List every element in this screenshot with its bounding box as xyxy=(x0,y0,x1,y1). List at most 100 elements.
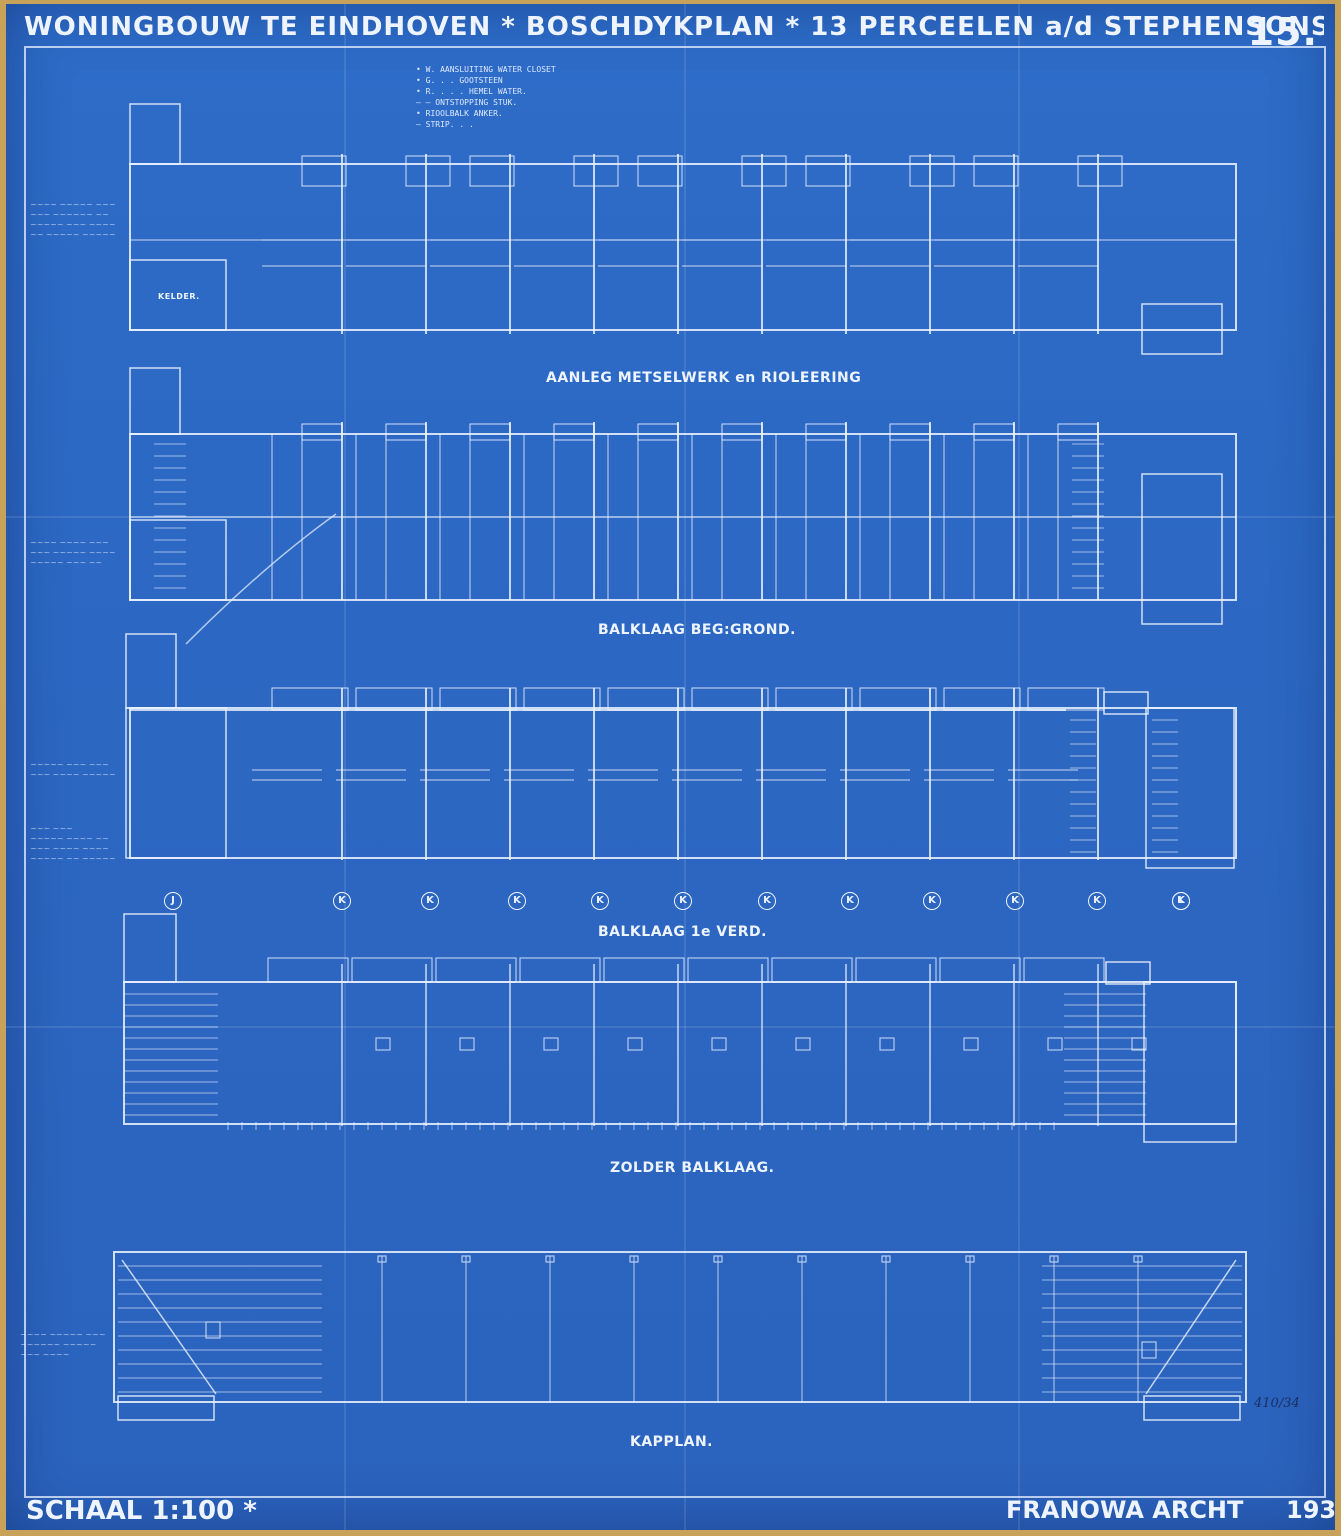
legend-item: • G. . . GOOTSTEEN xyxy=(416,76,503,85)
ridge-tick xyxy=(797,1255,807,1263)
end-stair-attic xyxy=(1143,981,1237,1143)
dormer xyxy=(267,957,349,983)
bay-window xyxy=(943,687,1021,711)
bay-window xyxy=(691,687,769,711)
handwritten-note: ~~~~ ~~~~ ~~~~~~ ~~~~~ ~~~~~~~~~ ~~~ ~~ xyxy=(30,538,116,567)
first-floor-plan-outline xyxy=(129,707,1237,859)
dormer xyxy=(1023,957,1105,983)
blueprint-sheet: WONINGBOUW TE EINDHOVEN * BOSCHDYKPLAN *… xyxy=(6,4,1335,1530)
chimney xyxy=(459,1037,475,1051)
year-label: 1934 xyxy=(1286,1496,1335,1524)
rear-annex xyxy=(573,155,619,187)
architect-label: FRANOWA ARCHT xyxy=(1006,1496,1244,1524)
legend-item: • W. AANSLUITING WATER CLOSET xyxy=(416,65,556,74)
ridge-tick xyxy=(881,1255,891,1263)
ridge-tick xyxy=(1049,1255,1059,1263)
chimney xyxy=(375,1037,391,1051)
title-text: WONINGBOUW TE EINDHOVEN * BOSCHDYKPLAN *… xyxy=(24,12,1324,42)
end-stair-foundation xyxy=(1141,303,1223,355)
bay-projection xyxy=(1057,423,1099,441)
handwritten-note: ~~~ ~~~~~~~~ ~~~~ ~~~~~ ~~~~ ~~~~~~~~~ ~… xyxy=(30,824,116,863)
bay-window xyxy=(775,687,853,711)
handwritten-note: ~~~~ ~~~~~ ~~~~~~~~~ ~~~~~~~~ ~~~~ xyxy=(20,1330,106,1359)
cellar-room xyxy=(129,259,227,331)
pencil-note: 410/34 xyxy=(1254,1396,1300,1411)
bay-window xyxy=(355,687,433,711)
chimney xyxy=(543,1037,559,1051)
hip-line xyxy=(1145,1259,1237,1395)
bay-projection xyxy=(385,423,427,441)
foundation-plan-outline xyxy=(129,163,1237,331)
rear-annex xyxy=(637,155,683,187)
rear-annex xyxy=(805,155,851,187)
section-label-roof: KAPPLAN. xyxy=(630,1434,713,1450)
unit-marker: K xyxy=(674,892,692,910)
bay-window xyxy=(859,687,937,711)
drawing-border xyxy=(24,46,1326,1498)
unit-marker: K xyxy=(421,892,439,910)
legend-item: • RIOOLBALK ANKER. xyxy=(416,109,503,118)
bay-projection xyxy=(301,423,343,441)
rear-annex xyxy=(973,155,1019,187)
ground-room-corner xyxy=(129,519,227,601)
fold-line-vertical-2 xyxy=(684,4,686,1530)
rear-annex xyxy=(909,155,955,187)
dormer xyxy=(771,957,853,983)
rear-annex xyxy=(469,155,515,187)
ridge-tick xyxy=(713,1255,723,1263)
cellar-stair xyxy=(129,103,181,165)
attic-plan-outline xyxy=(123,981,1237,1125)
dormer xyxy=(855,957,937,983)
section-label-attic: ZOLDER BALKLAAG. xyxy=(610,1160,775,1176)
chimney xyxy=(1141,1341,1157,1359)
ridge-tick xyxy=(965,1255,975,1263)
dormer xyxy=(939,957,1021,983)
handwritten-note: ~~~~~ ~~~ ~~~~~~ ~~~~ ~~~~~ xyxy=(30,760,116,779)
unit-marker: K xyxy=(758,892,776,910)
fold-crease xyxy=(185,513,337,645)
dormer xyxy=(603,957,685,983)
section-label-ground-floor: BALKLAAG BEG:GROND. xyxy=(598,622,796,638)
unit-marker: L xyxy=(1172,892,1190,910)
dormer xyxy=(519,957,601,983)
rear-annex xyxy=(301,155,347,187)
ridge-tick xyxy=(1133,1255,1143,1263)
drawing-title: WONINGBOUW TE EINDHOVEN * BOSCHDYKPLAN *… xyxy=(24,12,1324,52)
bay-window xyxy=(1027,687,1105,711)
sheet-number: 15. xyxy=(1247,12,1318,52)
chimney xyxy=(795,1037,811,1051)
chimney xyxy=(963,1037,979,1051)
unit-marker: J xyxy=(164,892,182,910)
bay-projection xyxy=(721,423,763,441)
chimney xyxy=(711,1037,727,1051)
unit-marker: K xyxy=(508,892,526,910)
ridge-tick xyxy=(461,1255,471,1263)
end-dormer xyxy=(1105,961,1151,985)
chimney xyxy=(1047,1037,1063,1051)
ground-stair-top xyxy=(129,367,181,435)
unit-marker: K xyxy=(841,892,859,910)
ridge-tick xyxy=(545,1255,555,1263)
ridge-tick xyxy=(377,1255,387,1263)
bay-projection xyxy=(805,423,847,441)
section-label-foundation: AANLEG METSELWERK en RIOLEERING xyxy=(546,370,862,386)
fold-line-horizontal-2 xyxy=(6,1026,1335,1028)
bay-window xyxy=(271,687,349,711)
floor-plans xyxy=(113,103,1247,1421)
end-bay xyxy=(1103,691,1149,715)
rear-annex xyxy=(405,155,451,187)
rear-annex xyxy=(1077,155,1123,187)
bay-projection xyxy=(973,423,1015,441)
legend-item: — — ONTSTOPPING STUK. xyxy=(416,98,518,107)
unit-marker: K xyxy=(1088,892,1106,910)
roof-eave-right xyxy=(1143,1395,1241,1421)
unit-marker: K xyxy=(591,892,609,910)
bay-window xyxy=(439,687,517,711)
unit-marker: K xyxy=(1006,892,1024,910)
bay-projection xyxy=(637,423,679,441)
end-stair-ground xyxy=(1141,473,1223,625)
scale-label: SCHAAL 1:100 * xyxy=(26,1496,257,1526)
legend-item: • R. . . . HEMEL WATER. xyxy=(416,87,527,96)
section-label-first-floor: BALKLAAG 1e VERD. xyxy=(598,924,767,940)
end-stair-first xyxy=(1145,707,1235,869)
